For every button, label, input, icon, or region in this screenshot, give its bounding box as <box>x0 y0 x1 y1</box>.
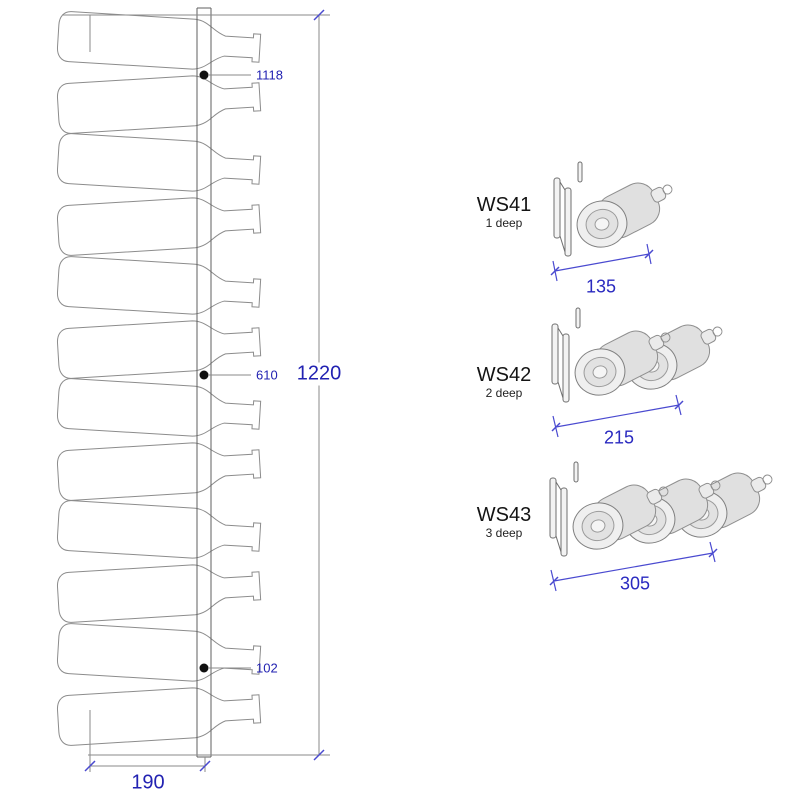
product-ws43-labels: WS43 3 deep <box>472 504 536 541</box>
product-ws42-labels: WS42 2 deep <box>472 364 536 401</box>
dim-line-190 <box>84 760 211 772</box>
product-ws41-depth: 1 deep <box>485 216 523 230</box>
rack-bottles <box>56 10 262 747</box>
rack-front-view <box>56 7 330 772</box>
mount-hole-leaders <box>209 74 251 669</box>
dim-215-label: 215 <box>603 427 635 448</box>
dim-135-label: 135 <box>585 276 617 297</box>
dim-1220-label: 1220 <box>293 362 345 386</box>
mount-hole-dots <box>199 70 209 673</box>
dim-190-label: 190 <box>128 771 168 795</box>
product-ws41-labels: WS41 1 deep <box>472 194 536 231</box>
product-ws42-code: WS42 <box>476 364 532 386</box>
dim-305-label: 305 <box>619 573 651 594</box>
product-sketch-ws43 <box>549 458 783 592</box>
product-ws41-code: WS41 <box>476 194 532 216</box>
dim-line-135 <box>550 243 654 282</box>
product-ws43-code: WS43 <box>476 504 532 526</box>
dim-102-label: 102 <box>256 660 278 676</box>
dim-line-215 <box>551 394 684 438</box>
dim-610-label: 610 <box>256 367 278 383</box>
dim-line-305 <box>549 541 718 592</box>
product-ws42-depth: 2 deep <box>485 386 523 400</box>
product-sketch-ws41 <box>550 161 683 282</box>
product-ws43-depth: 3 deep <box>485 526 523 540</box>
rack-rail <box>196 7 212 758</box>
dim-1118-label: 1118 <box>256 67 283 83</box>
product-sketch-ws42 <box>551 307 733 438</box>
rack-extension-lines <box>62 14 330 772</box>
